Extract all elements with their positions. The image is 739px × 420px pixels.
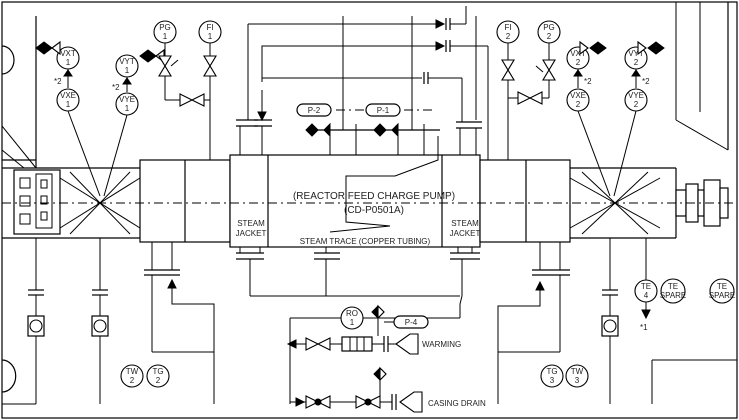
left-instruments: VXT 1 *2 VXE 1 VYT 1 *2 VYE 1 PG 1 <box>35 20 222 197</box>
vyt2-diamond-icon <box>647 41 665 55</box>
top-piping <box>236 6 488 155</box>
vye2-num: 2 <box>634 100 639 109</box>
warming-label: WARMING <box>422 340 461 349</box>
fi2-tag: FI <box>504 23 511 32</box>
vxt2-note: *2 <box>584 77 592 86</box>
pump-tag-label: (CD-P0501A) <box>344 205 404 216</box>
te-spare-2-bubble <box>709 278 735 304</box>
vxe2-tag: VXE <box>570 91 586 100</box>
vye1-num: 1 <box>125 104 130 113</box>
p1-pill <box>365 103 401 117</box>
left-edge <box>1 16 37 393</box>
ro1-tag: RO <box>346 309 358 318</box>
te4-note: *1 <box>640 323 648 332</box>
te4-num: 4 <box>644 291 649 300</box>
vxt2-diamond-icon <box>589 41 607 55</box>
seal-manifolds: P-2 P-1 <box>296 103 440 155</box>
vxt1-diamond-icon <box>35 41 53 55</box>
bottom-center-piping: RO 1 P-4 WARMING CASING DRAIN <box>236 247 486 413</box>
fi2-num: 2 <box>506 32 511 41</box>
vyt1-note: *2 <box>112 83 120 92</box>
steam-jacket-right-line1: STEAM <box>451 219 479 228</box>
casing-drain-offpage-arrow <box>399 391 423 413</box>
vxe2-num: 2 <box>576 100 581 109</box>
steam-trace-tubing <box>329 136 439 233</box>
fi1-num: 1 <box>208 32 213 41</box>
tg3-num: 3 <box>550 376 555 385</box>
te-spare-1-tag: TE <box>668 282 678 291</box>
vxe1-tag: VXE <box>60 91 76 100</box>
vxt2-num: 2 <box>576 58 581 67</box>
fi1-tag: FI <box>206 23 213 32</box>
vxt1-tag: VXT <box>60 49 76 58</box>
tw2-num: 2 <box>130 376 135 385</box>
ro1-num: 1 <box>350 318 355 327</box>
te-spare-2-num: SPARE <box>709 291 736 300</box>
vye1-tag: VYE <box>119 95 135 104</box>
tw3-num: 3 <box>575 376 580 385</box>
shaft-assembly <box>2 154 737 248</box>
te4-tag: TE <box>641 282 651 291</box>
warming-offpage-arrow <box>395 333 419 355</box>
p2-diamond <box>305 123 319 137</box>
vxt1-num: 1 <box>66 58 71 67</box>
pump-name-label: (REACTOR FEED CHARGE PUMP) <box>293 191 455 202</box>
ro1-bubble <box>340 306 364 330</box>
pg1-tag: PG <box>159 23 171 32</box>
vye2-tag: VYE <box>628 91 644 100</box>
p1-diamond <box>373 123 387 137</box>
vyt2-num: 2 <box>634 58 639 67</box>
vxe1-num: 1 <box>66 100 71 109</box>
pg1-num: 1 <box>163 32 168 41</box>
casing-drain-label: CASING DRAIN <box>428 399 486 408</box>
p1-label: P-1 <box>377 106 390 115</box>
vyt2-note: *2 <box>642 77 650 86</box>
right-bearing-housing <box>479 159 571 243</box>
bottom-right-section: TG 3 TW 3 TE 4 *1 TE SPARE TE SPARE <box>497 238 737 404</box>
tg3-bubble <box>540 364 564 388</box>
right-instruments: FI 2 PG 2 VXT 2 *2 VXE 2 <box>487 2 729 197</box>
vyt2-tag: VYT <box>628 49 644 58</box>
tg2-num: 2 <box>156 376 161 385</box>
tw3-tag: TW <box>571 367 584 376</box>
te-spare-1-num: SPARE <box>660 291 687 300</box>
tg2-bubble <box>146 364 170 388</box>
vyt1-tag: VYT <box>119 57 135 66</box>
tw2-bubble <box>120 364 144 388</box>
vxt1-note: *2 <box>54 77 62 86</box>
tw3-bubble <box>565 364 589 388</box>
pg2-tag: PG <box>543 23 555 32</box>
tg2-tag: TG <box>152 367 163 376</box>
tw2-tag: TW <box>126 367 139 376</box>
tg3-tag: TG <box>546 367 557 376</box>
steam-jacket-left-line1: STEAM <box>237 219 265 228</box>
te-spare-1-bubble <box>660 278 686 304</box>
pump-casing <box>229 154 481 248</box>
vyt1-num: 1 <box>125 66 130 75</box>
steam-jacket-left-line2: JACKET <box>236 229 267 238</box>
steam-jacket-right-line2: JACKET <box>450 229 481 238</box>
vyt1-diamond-icon <box>139 49 157 63</box>
vxt2-tag: VXT <box>570 49 586 58</box>
te-spare-2-tag: TE <box>717 282 727 291</box>
steam-trace-label: STEAM TRACE (COPPER TUBING) <box>300 237 431 246</box>
p2-pill <box>296 103 332 117</box>
p2-label: P-2 <box>308 106 321 115</box>
p4-label: P-4 <box>405 318 418 327</box>
pg2-num: 2 <box>547 32 552 41</box>
bottom-left-section: TW 2 TG 2 <box>2 238 215 405</box>
